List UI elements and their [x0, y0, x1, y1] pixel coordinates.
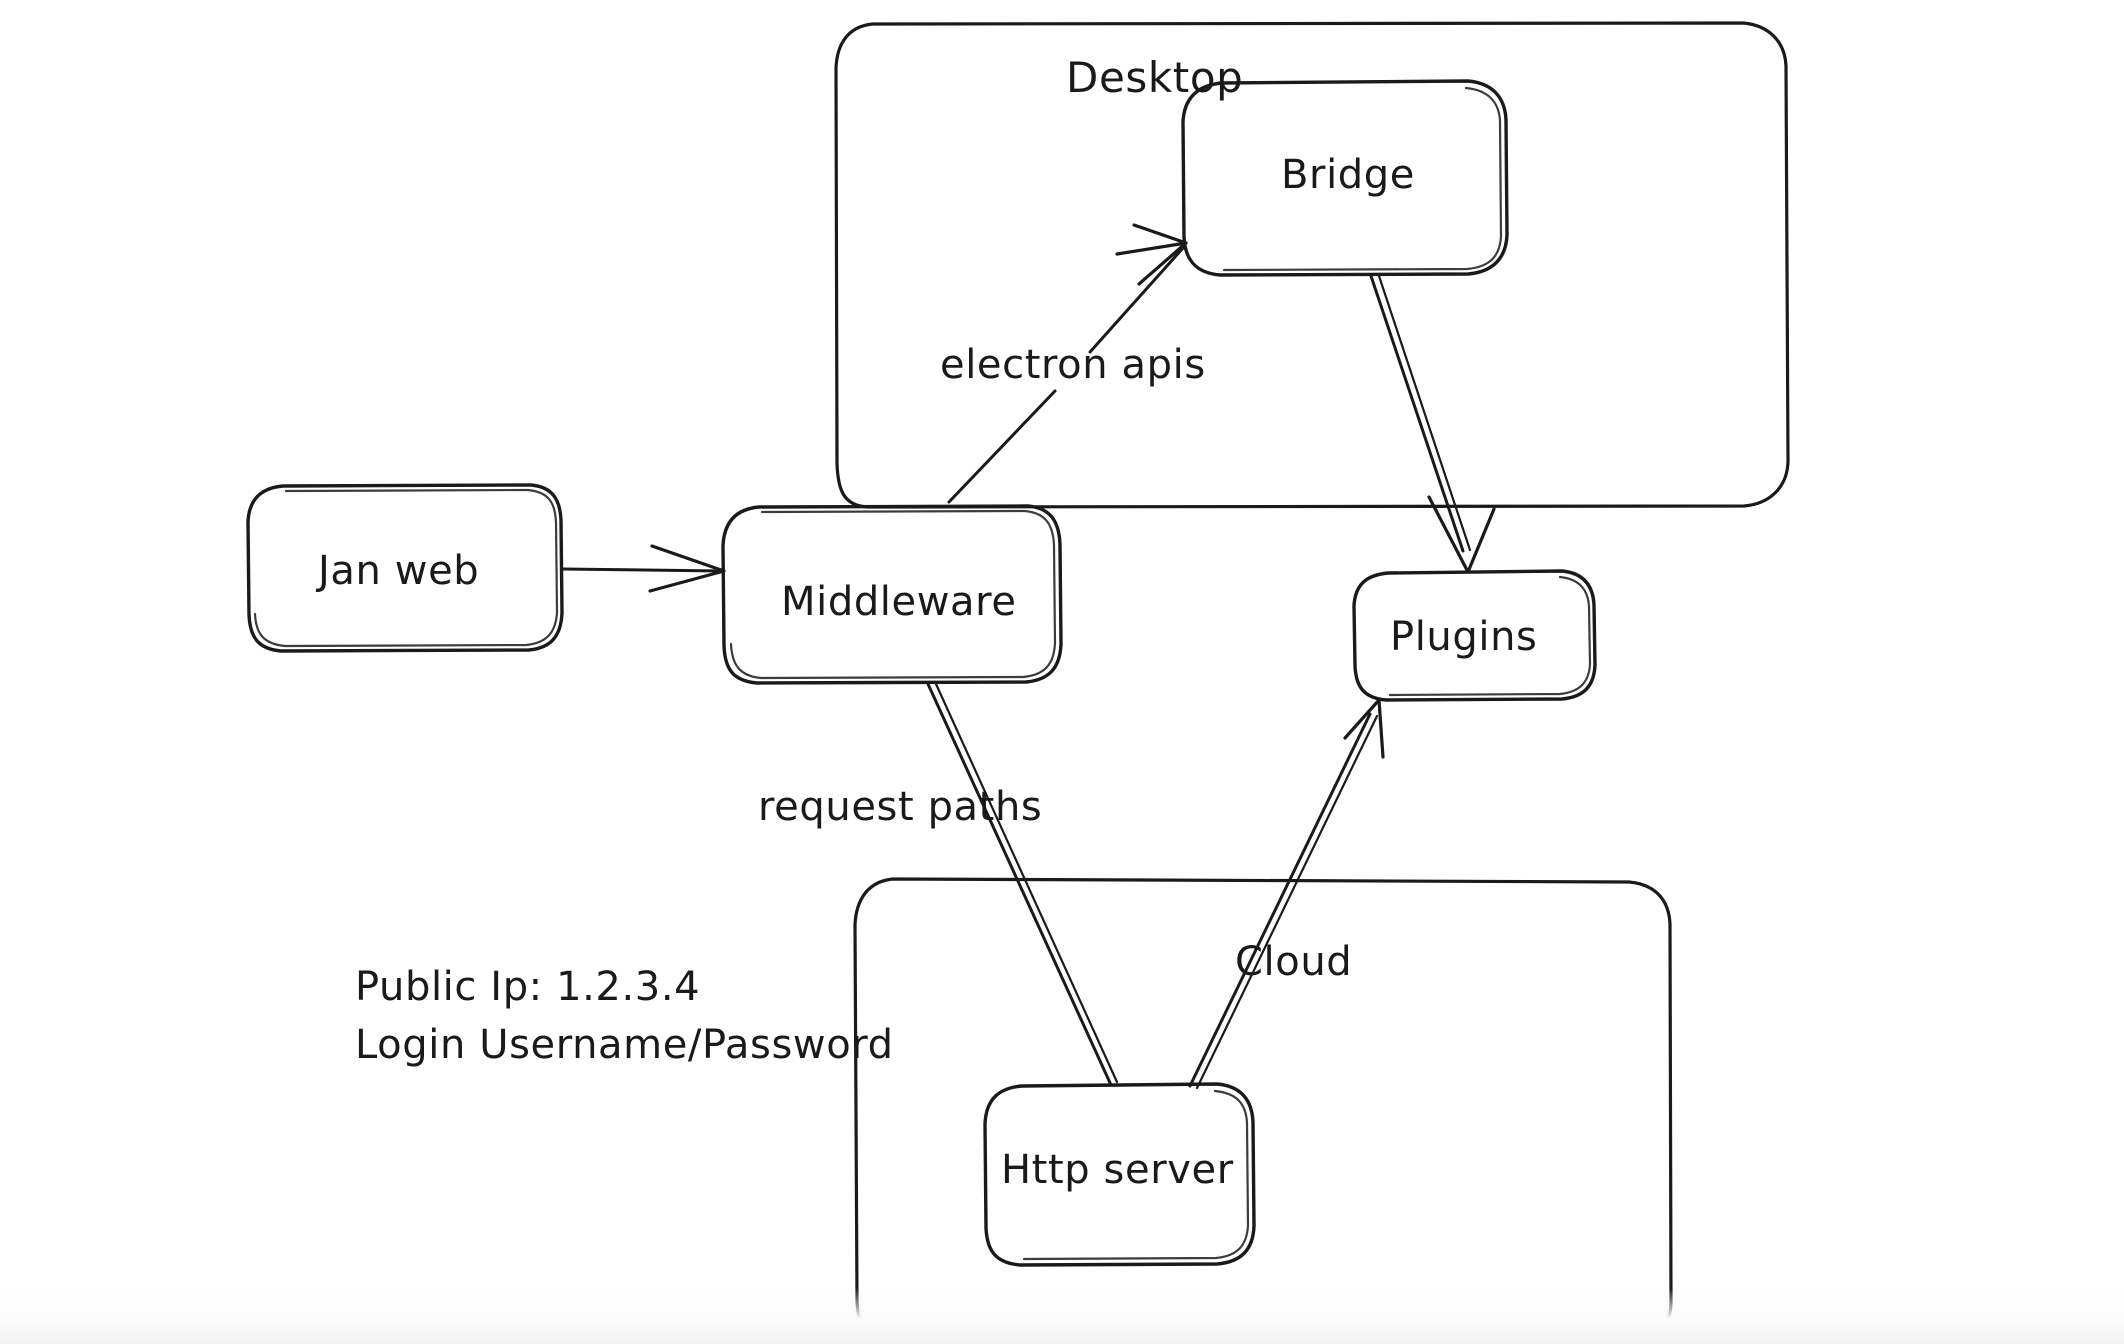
node-jan-web[interactable]: Jan web	[246, 483, 564, 653]
node-bridge[interactable]: Bridge	[1181, 79, 1509, 277]
edge-httpserver-plugins[interactable]: Cloud	[1188, 698, 1385, 1090]
edge-bridge-plugins[interactable]	[1369, 274, 1496, 574]
node-bridge-label: Bridge	[1281, 152, 1415, 198]
container-desktop-label: Desktop	[1066, 53, 1243, 102]
note-public-ip: Public Ip: 1.2.3.4	[355, 964, 700, 1010]
edge-middleware-httpserver[interactable]: request paths	[758, 682, 1119, 1087]
edge-janweb-middleware[interactable]	[560, 544, 726, 593]
edge-request-paths-label: request paths	[758, 784, 1042, 830]
node-jan-web-label: Jan web	[315, 548, 479, 594]
node-middleware-label: Middleware	[781, 579, 1017, 625]
edge-cloud-label: Cloud	[1235, 939, 1352, 985]
note-block: Public Ip: 1.2.3.4 Login Username/Passwo…	[355, 964, 894, 1068]
node-plugins-label: Plugins	[1390, 614, 1537, 660]
node-http-server[interactable]: Http server	[983, 1082, 1256, 1267]
container-desktop[interactable]: Desktop	[834, 21, 1790, 509]
edge-middleware-bridge[interactable]: electron apis	[940, 223, 1206, 504]
node-plugins[interactable]: Plugins	[1352, 569, 1597, 702]
node-http-server-label: Http server	[1001, 1147, 1234, 1193]
edge-electron-apis-label: electron apis	[940, 342, 1206, 388]
note-login: Login Username/Password	[355, 1022, 894, 1068]
node-middleware[interactable]: Middleware	[721, 504, 1063, 685]
